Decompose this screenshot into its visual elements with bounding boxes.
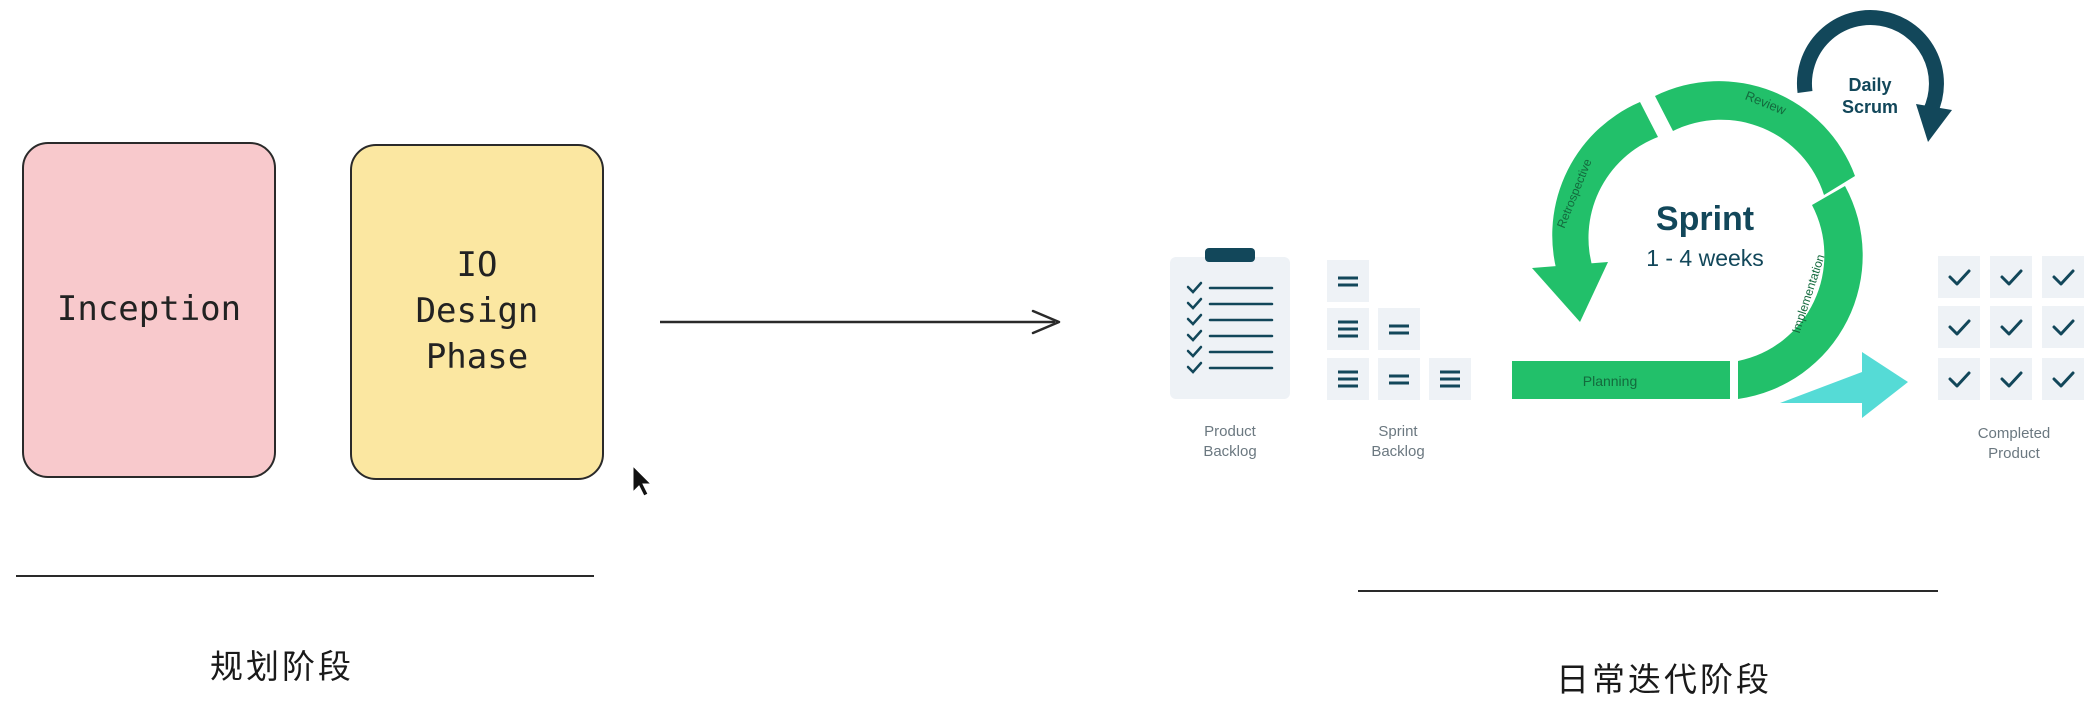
sprint-title: Sprint (1656, 200, 1754, 238)
sprint-cycle (1512, 10, 1952, 418)
sprint-duration: 1 - 4 weeks (1646, 245, 1764, 271)
transition-arrow (660, 309, 1061, 335)
planning-segment (1512, 361, 1730, 399)
sprint-backlog-caption: Sprint Backlog (1371, 423, 1425, 460)
retrospective-segment (1552, 102, 1658, 282)
mouse-cursor-icon (632, 464, 653, 497)
iteration-underline (1358, 590, 1938, 592)
inception-label: Inception (56, 289, 242, 330)
daily-scrum-arrowhead (1916, 104, 1952, 142)
product-backlog-caption: Product Backlog (1203, 423, 1257, 460)
io-design-line-3: Phase (425, 336, 529, 377)
completed-product-grid (1938, 256, 2084, 400)
sprint-backlog-icon (1327, 260, 1471, 400)
output-arrow (1780, 352, 1908, 418)
planning-stage-text: Planning (1583, 373, 1638, 389)
io-design-line-2: Design (415, 291, 539, 332)
daily-scrum-line-1: Daily (1848, 75, 1891, 95)
daily-scrum-line-2: Scrum (1842, 97, 1898, 117)
io-design-phase-card: IO Design Phase (350, 144, 604, 480)
io-design-line-1: IO (456, 245, 498, 286)
inception-card: Inception (22, 142, 276, 478)
planning-stage-label: 规划阶段 (210, 647, 354, 686)
completed-product-caption: Completed Product (1977, 425, 2051, 462)
review-segment (1655, 81, 1855, 195)
implementation-segment (1738, 186, 1863, 399)
iteration-stage-label: 日常迭代阶段 (1556, 660, 1772, 699)
retrospective-arrowhead (1532, 262, 1608, 322)
product-backlog-clipboard-icon (1170, 248, 1290, 399)
daily-scrum-arc (1796, 10, 1944, 116)
planning-underline (16, 575, 594, 577)
